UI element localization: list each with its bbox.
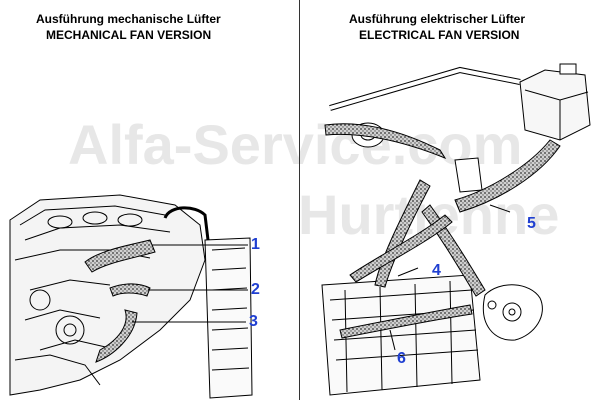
watermark-line1: Alfa-Service.com [68,113,523,176]
coolant-system-electrical [321,63,591,396]
callout-3: 3 [249,313,258,330]
left-heading-german: Ausführung mechanische Lüfter [36,12,221,26]
engine-block-mechanical [9,194,253,399]
hose-loop-upper [324,123,447,160]
callout-6: 6 [397,350,406,367]
panel-divider [299,0,300,400]
callout-1: 1 [251,236,260,253]
left-heading-english: MECHANICAL FAN VERSION [46,28,212,42]
callout-5: 5 [527,215,536,232]
leaders-left [132,244,248,323]
hose-3-lower [95,309,138,363]
leaders-right [389,204,511,351]
hose-4-b [349,214,453,283]
hose-6 [339,304,473,339]
callout-4: 4 [432,262,441,279]
right-heading-english: ELECTRICAL FAN VERSION [359,28,520,42]
right-heading-german: Ausführung elektrischer Lüfter [349,12,526,26]
hose-1-upper [84,239,156,273]
hose-2-middle [109,283,151,297]
hose-5 [454,139,561,213]
callout-2: 2 [251,281,260,298]
